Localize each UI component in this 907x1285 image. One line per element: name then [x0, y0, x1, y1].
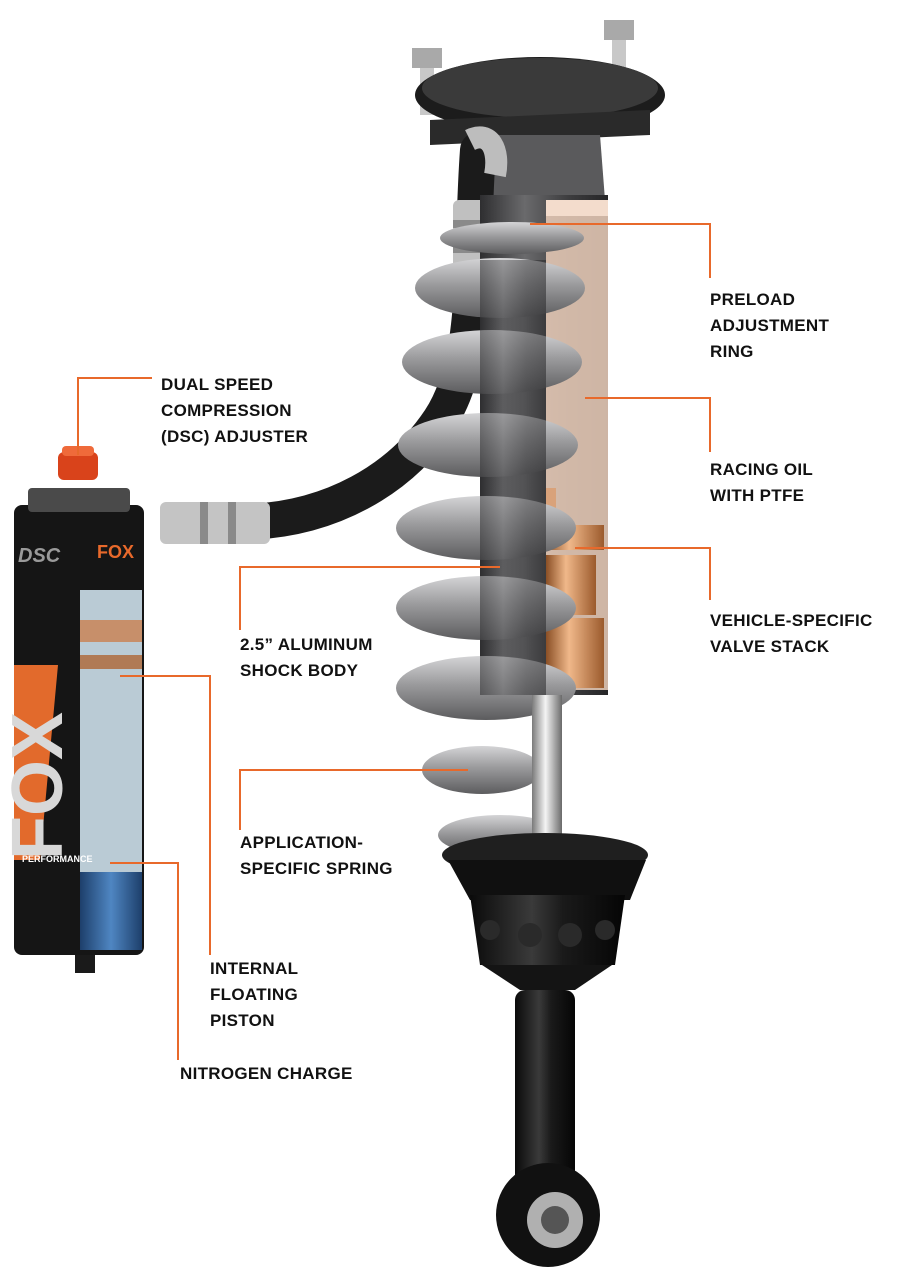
leader-floating-piston — [120, 675, 211, 955]
label-dsc-adjuster: DUAL SPEED COMPRESSION (DSC) ADJUSTER — [161, 375, 309, 446]
lower-tube — [515, 990, 575, 1190]
hose-fitting-bottom — [160, 502, 270, 544]
reservoir-performance-text: PERFORMANCE — [22, 854, 93, 864]
label-spring: APPLICATION- SPECIFIC SPRING — [240, 833, 393, 878]
mount-nut-left — [412, 48, 442, 68]
label-nitrogen-charge: NITROGEN CHARGE — [180, 1064, 353, 1083]
mount-nut-right — [604, 20, 634, 40]
reservoir-graphic — [14, 665, 58, 860]
label-racing-oil: RACING OIL WITH PTFE — [710, 460, 814, 505]
reservoir-fox-text: FOX — [0, 712, 78, 860]
lower-mount — [442, 833, 648, 1267]
piston-ring-upper — [80, 620, 142, 642]
leader-dsc — [77, 377, 152, 455]
leader-nitrogen — [110, 862, 179, 1060]
preload-ring — [546, 200, 608, 216]
reservoir — [14, 446, 144, 973]
bumper-housing — [470, 895, 625, 965]
label-valve-stack: VEHICLE-SPECIFIC VALVE STACK — [710, 611, 873, 656]
label-shock-body: 2.5” ALUMINUM SHOCK BODY — [240, 635, 373, 680]
leader-racing-oil — [585, 397, 711, 452]
coil-spring — [396, 222, 585, 855]
reservoir-dsc-text: DSC — [18, 545, 61, 567]
reservoir-fox-logo: FOX — [97, 542, 134, 562]
leader-valve-stack — [575, 547, 711, 600]
leader-lines — [77, 223, 711, 1060]
leader-shock-body — [239, 566, 500, 630]
shock-shaft — [532, 695, 562, 855]
label-preload-adjustment-ring: PRELOAD ADJUSTMENT RING — [710, 290, 830, 361]
reservoir-cap — [28, 488, 130, 512]
dsc-knob — [58, 452, 98, 480]
top-mount — [412, 20, 665, 200]
label-floating-piston: INTERNAL FLOATING PISTON — [210, 959, 299, 1030]
leader-preload — [530, 223, 711, 278]
floating-piston — [80, 872, 142, 950]
leader-spring — [239, 769, 468, 830]
